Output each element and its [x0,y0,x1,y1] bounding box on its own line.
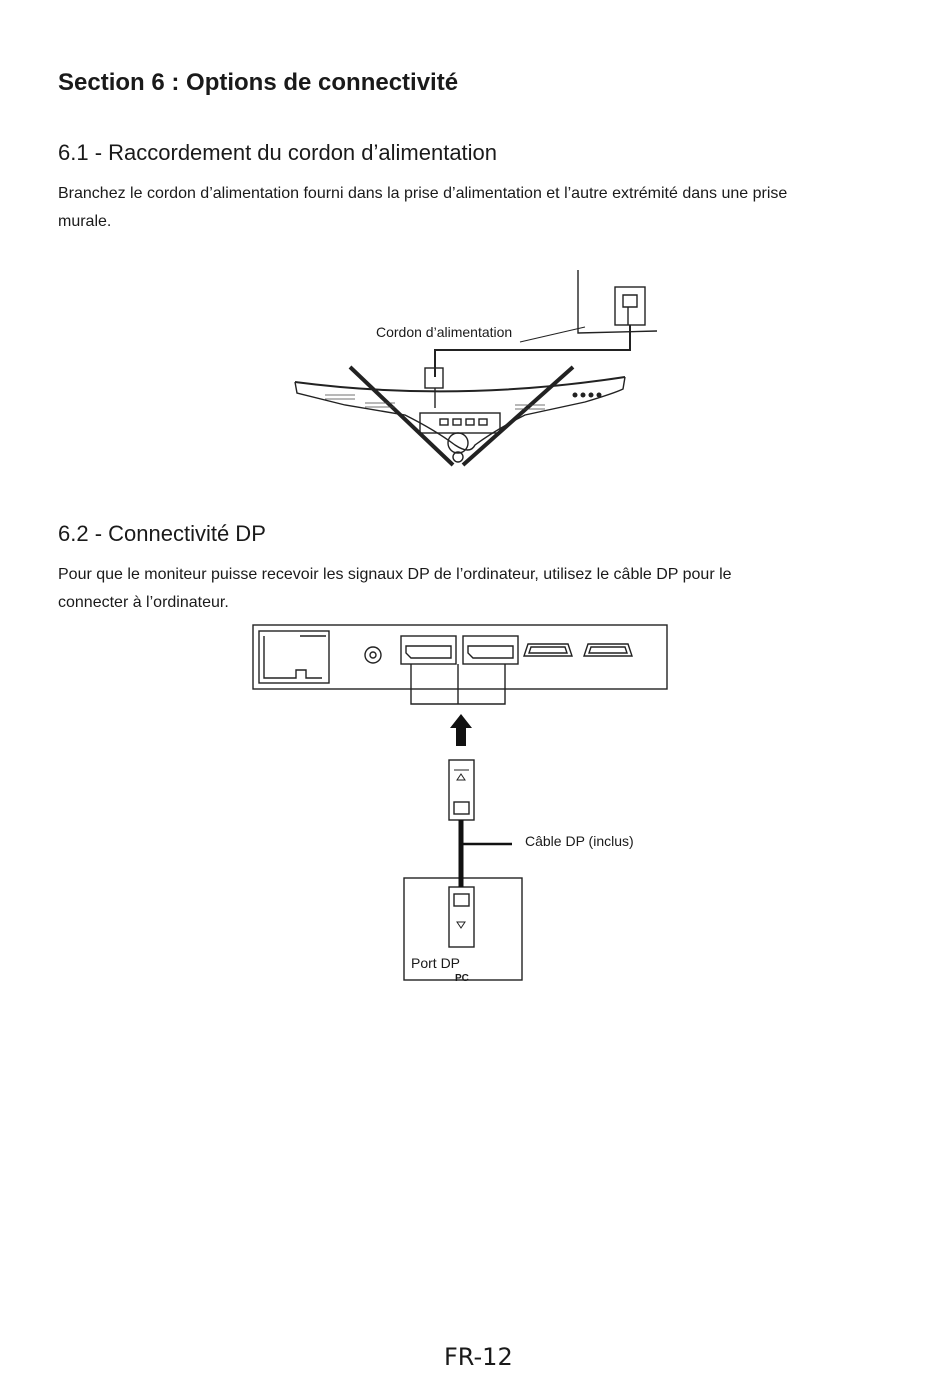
dp-port-label: Port DP [411,955,461,971]
dp-port-1 [400,635,457,665]
stand-knob [452,451,464,463]
hdmi-port-2 [583,643,633,657]
paragraph-6-2-line2: connecter à l’ordinateur. [58,594,229,611]
section-title: Section 6 : Options de connectivité [58,69,459,96]
audio-jack [364,646,382,664]
dp-plug-bottom [448,886,475,948]
power-cord-diagram [294,270,658,467]
hdmi-port-1 [523,643,573,657]
dp-plug-top [448,759,475,821]
monitor-io-panel [252,624,668,690]
dp-connection-diagram [252,624,668,981]
page-number: FR-12 [444,1343,513,1371]
dp-port-2 [462,635,519,665]
heading-6-1: 6.1 - Raccordement du cordon d’alimentat… [58,140,498,165]
pc-label: PC [455,973,469,984]
heading-6-2: 6.2 - Connectivité DP [58,521,266,546]
up-arrow-icon [450,714,472,746]
paragraph-6-2-line1: Pour que le moniteur puisse recevoir les… [58,566,732,583]
dp-cable-label: Câble DP (inclus) [525,833,634,849]
wall-socket [614,286,646,326]
power-cord-callout: Cordon d’alimentation [376,324,513,340]
paragraph-6-1-line2: murale. [58,213,112,230]
paragraph-6-1-line1: Branchez le cordon d’alimentation fourni… [58,185,788,202]
